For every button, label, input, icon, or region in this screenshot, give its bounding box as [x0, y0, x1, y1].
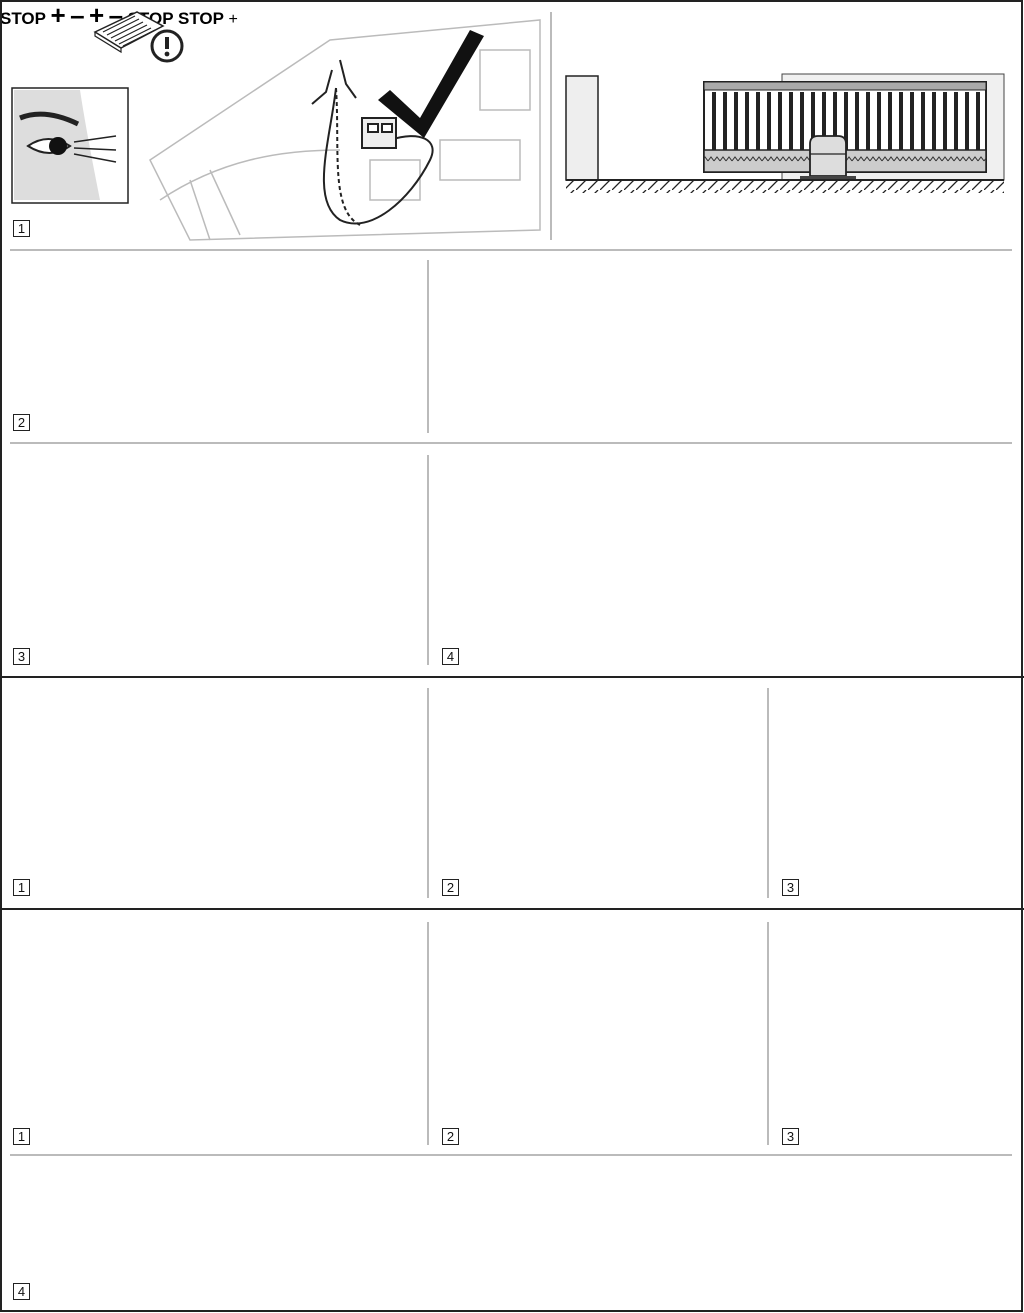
gate-bar — [932, 92, 936, 150]
gate-stop-person: STOP — [178, 9, 228, 28]
gate-bar — [734, 92, 738, 150]
step-number: 2 — [13, 414, 30, 431]
gate-bar — [833, 92, 837, 150]
step-number: 4 — [442, 648, 459, 665]
gate-bar — [778, 92, 782, 150]
step-number: 1 — [13, 879, 30, 896]
control-board-illustration — [149, 19, 541, 241]
gate-bar — [855, 92, 859, 150]
gate-bar — [965, 92, 969, 150]
manual-icon: STOP — [13, 9, 799, 1300]
gate-bar — [943, 92, 947, 150]
gate-bar — [811, 92, 815, 150]
arrow-icon: STOP — [0, 9, 50, 28]
gate-bar — [877, 92, 881, 150]
step-number: 3 — [782, 1128, 799, 1145]
gate-bar — [954, 92, 958, 150]
eye-icon — [11, 87, 129, 204]
step-number: 3 — [782, 879, 799, 896]
gate-bar — [756, 92, 760, 150]
gate-bar — [712, 92, 716, 150]
connector-cable — [311, 59, 434, 226]
step-number: 1 — [13, 220, 30, 237]
manual-icon: + 1 2 3 4 1 2 3 1 2 3 4 — [13, 11, 799, 1300]
step-number: 1 — [13, 1128, 30, 1145]
gate-bar — [844, 92, 848, 150]
step-number: 4 — [13, 1283, 30, 1300]
gate-bar — [866, 92, 870, 150]
step-number: 3 — [13, 648, 30, 665]
gate-bar — [745, 92, 749, 150]
gate-bar — [767, 92, 771, 150]
panel-led-final: + — [228, 11, 238, 28]
step-number: 2 — [442, 1128, 459, 1145]
gate-bar — [789, 92, 793, 150]
manual-icon: STOP + 1 2 3 — [13, 9, 799, 1300]
gate-bar — [723, 92, 727, 150]
gate-bar — [888, 92, 892, 150]
gate-bar — [800, 92, 804, 150]
gate-bar — [976, 92, 980, 150]
step-number: 2 — [442, 879, 459, 896]
gate-adjust-stop: + – — [50, 0, 89, 30]
arrow-icon: + – — [50, 0, 85, 30]
checkmark-icon — [378, 30, 484, 138]
manual-icon — [93, 10, 184, 63]
gate-bar — [910, 92, 914, 150]
gate-bar — [921, 92, 925, 150]
stop-sign-icon: STOP — [0, 9, 46, 28]
gate-open-illustration — [565, 73, 1005, 193]
arrow-icon: STOP — [178, 9, 228, 28]
gate-bar — [899, 92, 903, 150]
gate-bar — [822, 92, 826, 150]
stop-sign-icon: STOP — [178, 9, 224, 28]
gate-closing-stop: STOP — [0, 9, 50, 28]
